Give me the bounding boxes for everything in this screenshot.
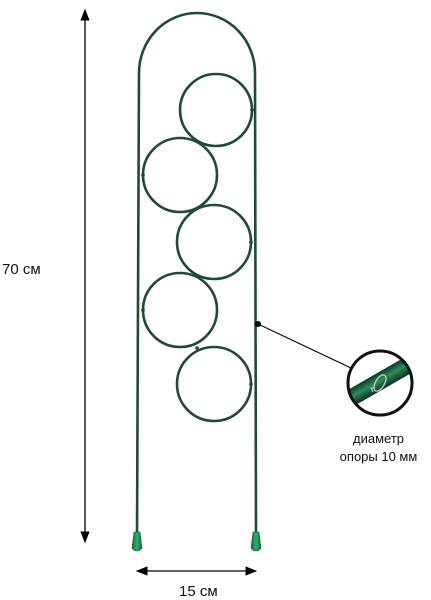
callout-line	[257, 323, 352, 369]
ring-1	[178, 72, 254, 148]
ring-3	[175, 203, 253, 281]
ring-4	[141, 271, 219, 349]
weld-points	[141, 108, 254, 386]
rotation-arrow-icon	[370, 374, 387, 393]
trellis-rings	[141, 72, 254, 423]
height-dimension-label: 70 см	[2, 261, 41, 278]
right-ground-tip	[250, 531, 262, 552]
rod-detail-lens	[346, 349, 414, 417]
rod-diameter-caption-line1: диаметр	[353, 431, 404, 446]
ring-5	[175, 345, 253, 423]
width-dimension-label: 15 см	[179, 583, 218, 600]
rod-diameter-caption: диаметр опоры 10 мм	[326, 430, 431, 466]
trellis-frame	[135, 11, 258, 536]
left-ground-tip	[131, 531, 143, 552]
ring-2	[141, 136, 219, 214]
rod-diameter-caption-line2: опоры 10 мм	[339, 449, 418, 464]
